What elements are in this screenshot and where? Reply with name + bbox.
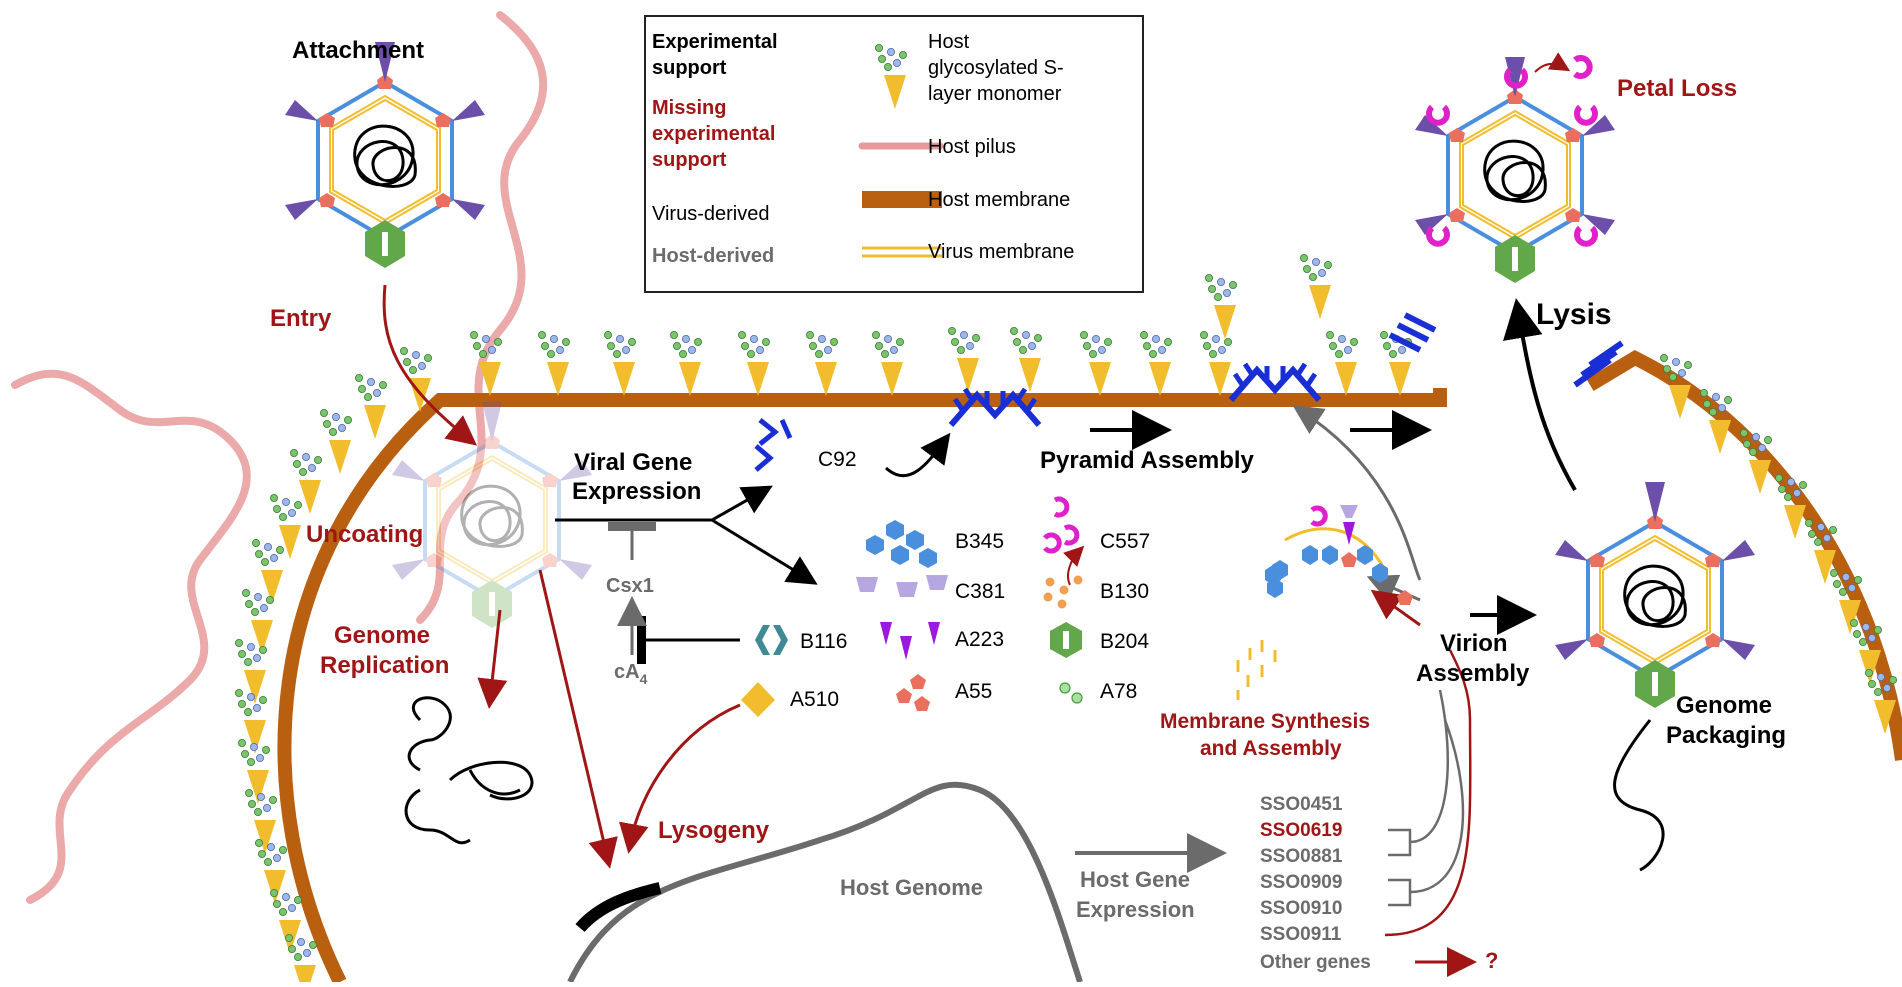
label-virion-assembly-2: Assembly xyxy=(1416,660,1530,687)
label-host-genome: Host Genome xyxy=(840,875,983,900)
legend-missing-3: support xyxy=(652,149,727,171)
legend-experimental-2: support xyxy=(652,57,727,79)
b345-icon xyxy=(866,520,937,568)
b116-icon xyxy=(755,625,788,655)
c381-icon xyxy=(856,575,948,597)
label-lysis: Lysis xyxy=(1536,298,1612,331)
petal-loss-virion xyxy=(1413,55,1617,285)
b204-icon xyxy=(1050,622,1082,658)
legend-missing-1: Missing xyxy=(652,97,726,119)
label-petal-loss: Petal Loss xyxy=(1617,75,1737,102)
label-a78: A78 xyxy=(1100,680,1137,703)
legend-pilus: Host pilus xyxy=(928,136,1016,158)
label-lysogeny: Lysogeny xyxy=(658,817,770,844)
label-b345: B345 xyxy=(955,530,1004,553)
label-c381: C381 xyxy=(955,580,1005,603)
label-unknown: ? xyxy=(1485,948,1498,973)
gene-sso0909: SSO0909 xyxy=(1260,872,1342,893)
legend-virus-derived: Virus-derived xyxy=(652,203,769,225)
label-csx1: Csx1 xyxy=(606,575,654,597)
label-genome-packaging-1: Genome xyxy=(1676,692,1772,719)
legend-slayer-1: Host xyxy=(928,31,970,53)
label-host-gene-expression-1: Host Gene xyxy=(1080,867,1190,892)
label-genome-replication-1: Genome xyxy=(334,622,430,649)
label-b204: B204 xyxy=(1100,630,1149,653)
legend-experimental-1: Experimental xyxy=(652,31,778,53)
label-c557: C557 xyxy=(1100,530,1150,553)
legend-host-derived: Host-derived xyxy=(652,245,774,267)
label-attachment: Attachment xyxy=(292,37,424,64)
label-viral-gene-expression-1: Viral Gene xyxy=(574,449,692,476)
label-genome-packaging-2: Packaging xyxy=(1666,722,1786,749)
label-a55: A55 xyxy=(955,680,992,703)
gene-sso0619: SSO0619 xyxy=(1260,820,1342,841)
label-genome-replication-2: Replication xyxy=(320,652,449,679)
legend-membrane-swatch xyxy=(862,191,942,208)
attached-virion xyxy=(283,40,487,270)
a223-icon xyxy=(880,622,940,660)
label-pyramid-assembly: Pyramid Assembly xyxy=(1040,447,1255,474)
label-uncoating: Uncoating xyxy=(306,521,423,548)
label-virion-assembly-1: Virion xyxy=(1440,630,1508,657)
label-viral-gene-expression-2: Expression xyxy=(572,478,701,505)
legend-host-membrane: Host membrane xyxy=(928,189,1070,211)
label-a223: A223 xyxy=(955,628,1004,651)
label-membrane-synthesis-2: and Assembly xyxy=(1200,737,1342,760)
label-host-gene-expression-2: Expression xyxy=(1076,897,1195,922)
packaging-virion xyxy=(1553,480,1757,710)
legend-virus-membrane-swatch xyxy=(862,246,942,258)
label-b116: B116 xyxy=(800,630,848,653)
label-c92: C92 xyxy=(818,448,857,471)
gene-sso0910: SSO0910 xyxy=(1260,898,1342,919)
c557-icon xyxy=(1043,496,1080,554)
label-membrane-synthesis-1: Membrane Synthesis xyxy=(1160,710,1370,733)
gene-sso0881: SSO0881 xyxy=(1260,846,1343,867)
uncoating-virion xyxy=(390,400,594,630)
a55-icon xyxy=(896,674,930,711)
legend-missing-2: experimental xyxy=(652,123,775,145)
label-ca4: cA4 xyxy=(614,661,648,687)
gene-sso0911: SSO0911 xyxy=(1260,924,1342,945)
legend-slayer-2: glycosylated S- xyxy=(928,57,1064,79)
label-entry: Entry xyxy=(270,305,332,332)
legend-slayer-3: layer monomer xyxy=(928,83,1062,105)
label-b130: B130 xyxy=(1100,580,1149,603)
gene-other: Other genes xyxy=(1260,952,1371,973)
a78-icon xyxy=(1059,682,1083,704)
b130-icon xyxy=(1043,575,1083,609)
gene-sso0451: SSO0451 xyxy=(1260,794,1343,815)
a510-icon xyxy=(741,682,775,717)
legend-virus-membrane: Virus membrane xyxy=(928,241,1074,263)
label-a510: A510 xyxy=(790,688,839,711)
